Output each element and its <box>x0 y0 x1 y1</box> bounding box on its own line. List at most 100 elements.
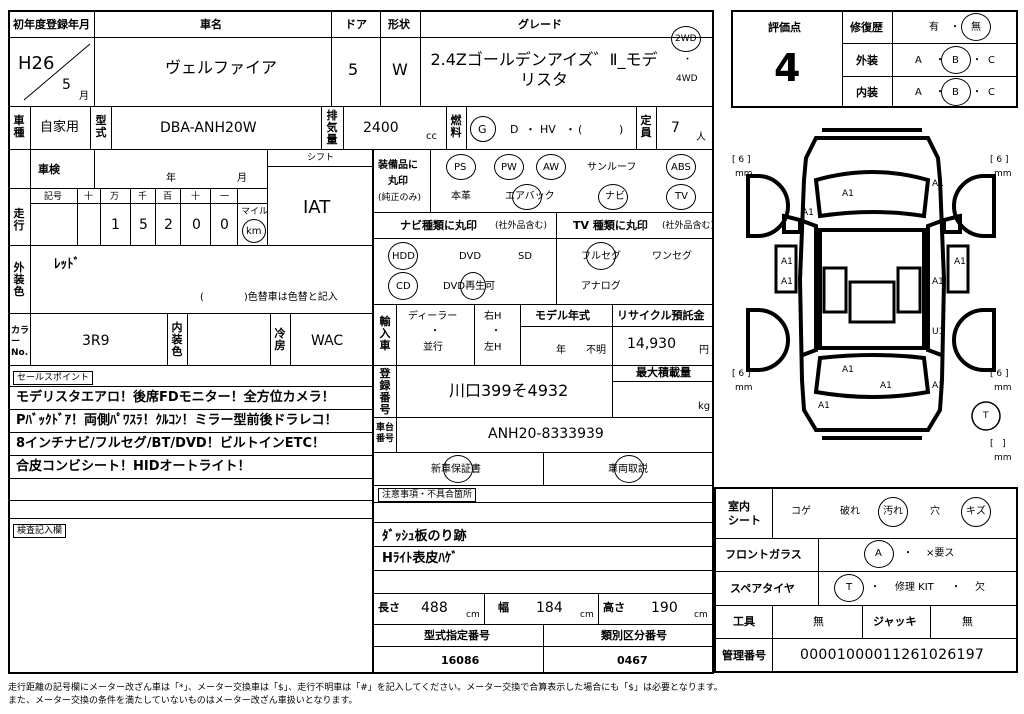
int-grade: B <box>952 87 959 98</box>
year-label: 初年度登録年月 <box>13 18 90 31</box>
circle-hdd <box>388 242 418 270</box>
jack-value: 無 <box>962 615 973 628</box>
tv-oneseg: ワンセグ <box>652 251 692 262</box>
car-doors: 5 <box>348 60 359 79</box>
tv-label: TV 種類に丸印 <box>573 219 648 232</box>
equip-tv: TV <box>675 191 688 202</box>
fuel-hv: HV <box>540 123 556 136</box>
repair-label: 修復歴 <box>850 21 883 34</box>
car-grade: 2.4Zゴールデンアイズ゛Ⅱ_モデリスタ <box>430 50 658 89</box>
mileage-digit: 0 <box>220 217 229 233</box>
damage-a1: A1 <box>932 277 944 287</box>
ext-grade: B <box>952 55 959 66</box>
tire-depth-spare: [ ] <box>990 439 1006 449</box>
ac-value: WAC <box>311 333 344 349</box>
length-value: 488 <box>421 600 448 616</box>
navi-dvd: DVD <box>459 251 482 262</box>
cap-value: 7 <box>671 120 680 136</box>
usage-label: 車種 <box>13 114 25 139</box>
import-dealer: ディーラー <box>408 311 458 322</box>
grade-label: グレード <box>518 18 562 31</box>
damage-a1: A1 <box>818 401 830 411</box>
circle-airbag <box>512 184 542 210</box>
spare-label: スペアタイヤ <box>730 582 795 595</box>
mile-label: マイル <box>241 207 269 217</box>
import-parallel: 並行 <box>423 342 443 353</box>
manual-label: 車両取説 <box>608 464 648 475</box>
damage-a1: A1 <box>842 189 854 199</box>
class-no-label: 類別区分番号 <box>601 629 667 642</box>
circle-cd <box>388 272 418 300</box>
fuel-d: D <box>510 123 519 136</box>
circle-tv <box>666 184 696 210</box>
interior-dirty: 汚れ <box>883 506 903 517</box>
tool-label: 工具 <box>733 615 755 628</box>
notes-label: 注意事項・不具合箇所 <box>378 488 477 502</box>
car-name: ヴェルファイア <box>165 58 278 77</box>
plate-value: 川口399そ4932 <box>449 381 569 400</box>
tool-value: 無 <box>813 615 824 628</box>
damage-a1: A1 <box>932 179 944 189</box>
circle-int-b <box>941 78 971 106</box>
circle-navi <box>598 184 628 210</box>
max-load-label: 最大積載量 <box>636 366 691 379</box>
jack-label: ジャッキ <box>873 615 917 628</box>
car-shape: W <box>392 60 408 79</box>
circle-km <box>242 219 266 243</box>
spare-t: T <box>846 582 853 593</box>
damage-a1: A1 <box>842 365 854 375</box>
equip-sunroof: サンルーフ <box>587 162 637 173</box>
footer-line2: また、メーター交換の条件を満たしていないものはメーター改ざん車扱いとなります。 <box>8 696 358 706</box>
equip-label2: 丸印 <box>388 176 408 187</box>
note-line: Hﾗｲﾄ表皮ﾊｹﾞ <box>382 551 458 566</box>
navi-cd: CD <box>396 281 411 292</box>
class-no-value: 0467 <box>617 654 648 667</box>
navi-label: ナビ種類に丸印 <box>400 219 477 232</box>
rating-box <box>731 10 1018 108</box>
tv-analog: アナログ <box>581 281 621 292</box>
damage-a1: A1 <box>954 257 966 267</box>
import-right: 右H <box>484 311 502 322</box>
equip-aw: AW <box>543 162 560 173</box>
circle-abs <box>666 154 696 180</box>
plate-label: 登録番号 <box>379 367 391 416</box>
height-value: 190 <box>651 600 678 616</box>
disp-unit: cc <box>426 131 437 142</box>
mileage-digit: 5 <box>139 217 148 233</box>
glass-label: フロントガラス <box>725 548 802 561</box>
circle-fullseg <box>586 242 616 270</box>
warranty-label: 新車保証書 <box>431 464 481 475</box>
equip-navi: ナビ <box>605 191 625 202</box>
equip-pw: PW <box>501 162 517 173</box>
interior-scratch: キズ <box>966 506 986 517</box>
mileage-label: 走行 <box>13 207 25 232</box>
note-line: ﾀﾞｯｼｭ板のり跡 <box>382 529 467 544</box>
disp-value: 2400 <box>363 120 399 136</box>
type-no-label: 型式指定番号 <box>424 629 490 642</box>
mileage-sub: 記号 <box>44 192 63 202</box>
import-left: 左H <box>484 342 502 353</box>
exterior-label: 外装色 <box>13 261 25 298</box>
sales-line: 合皮コンビシート！HIDオートライト！ <box>16 459 251 474</box>
circle-ext-b <box>941 46 971 74</box>
equip-ps: PS <box>454 162 467 173</box>
condition-table <box>714 487 1018 673</box>
exterior-note: ( )色替車は色替と記入 <box>200 292 338 303</box>
km-label: km <box>246 226 262 237</box>
chassis-label: 車台番号 <box>376 423 395 444</box>
length-label: 長さ <box>378 601 400 614</box>
tv-fullseg: フルセグ <box>581 251 621 262</box>
footer-line1: 走行距離の記号欄にメーター改ざん車は「*」、メーター交換車は「$」、走行不明車は… <box>8 683 723 693</box>
inspect-month: 月 <box>237 173 247 184</box>
circle-aw <box>536 154 566 180</box>
shift-value: IAT <box>303 197 331 218</box>
usage-value: 自家用 <box>40 120 80 135</box>
model-year-label: モデル年式 <box>535 309 590 322</box>
circle-repair-none <box>961 13 991 41</box>
circle-manual <box>614 455 644 483</box>
damage-a1: A1 <box>781 257 793 267</box>
equip-label3: (純正のみ) <box>378 193 422 203</box>
circle-dirty <box>878 497 908 527</box>
damage-a1: A1 <box>932 381 944 391</box>
